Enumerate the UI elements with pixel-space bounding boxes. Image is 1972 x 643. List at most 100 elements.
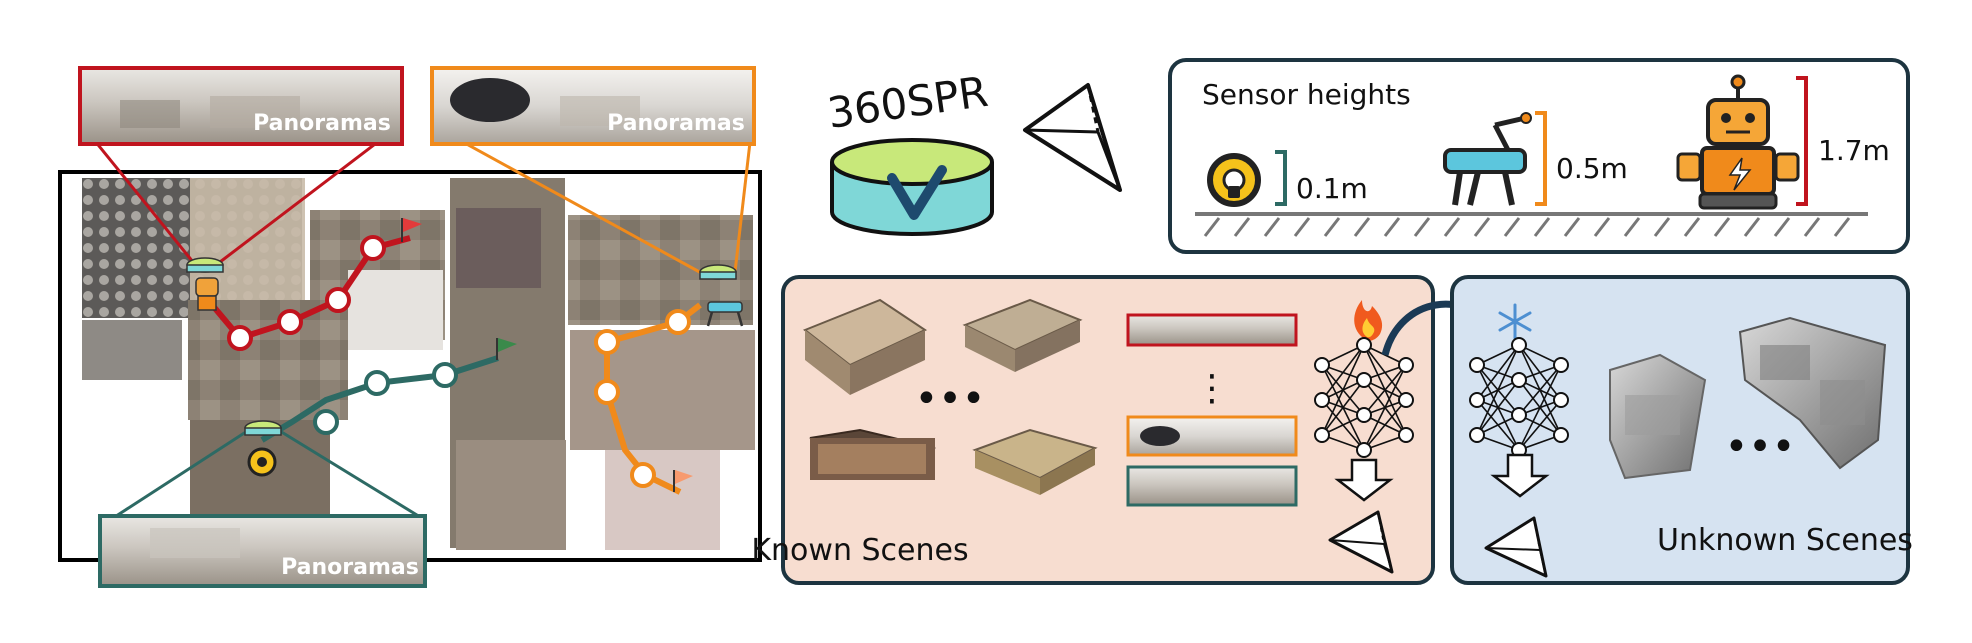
ground-hatch <box>1263 217 1281 237</box>
unknown-ellipsis: ••• <box>1725 424 1796 470</box>
nn-edge <box>1476 344 1520 401</box>
nn-edge <box>1321 344 1365 436</box>
panorama-box-red: Panoramas <box>78 66 404 146</box>
ground-hatch <box>1803 217 1821 237</box>
nn-node <box>1469 357 1485 373</box>
callout-lines <box>80 123 754 522</box>
ground-hatch <box>1503 217 1521 237</box>
teal-trajectory <box>260 338 517 443</box>
ground-hatch <box>1683 217 1701 237</box>
height-label-vacuum: 0.1m <box>1296 172 1368 205</box>
panorama-label-red: Panoramas <box>253 111 391 136</box>
robot-vacuum-map-icon <box>247 447 277 477</box>
nn-edge <box>1321 379 1365 436</box>
bracket-dog <box>1535 111 1547 206</box>
nn-node <box>1469 392 1485 408</box>
neural-network-icon <box>1469 337 1569 458</box>
room-bedroom-b <box>456 440 566 550</box>
down-arrow-icon <box>1334 458 1394 502</box>
known-vdots: ⋮ <box>1194 368 1230 409</box>
ground-hatch <box>1833 217 1851 237</box>
unknown-scenes-label: Unknown Scenes <box>1657 523 1913 558</box>
panorama-label-orange: Panoramas <box>607 111 745 136</box>
known-ellipsis: ••• <box>915 376 986 422</box>
nn-node <box>1511 407 1527 423</box>
ground-hatch <box>1653 217 1671 237</box>
nn-node <box>1314 357 1330 373</box>
nn-node <box>1356 372 1372 388</box>
known-panorama-teal <box>1126 465 1298 507</box>
ground-hatch <box>1713 217 1731 237</box>
nn-node <box>1511 372 1527 388</box>
room-rug <box>456 208 541 288</box>
known-scene-model <box>972 428 1098 495</box>
room-living-sofa <box>348 270 443 350</box>
bracket-vacuum <box>1275 150 1287 206</box>
height-label-dog: 0.5m <box>1556 152 1628 185</box>
room-kids <box>605 450 720 550</box>
pyramid-output-icon <box>1484 516 1548 578</box>
pyramid-output-icon <box>1328 510 1394 574</box>
nn-node <box>1398 427 1414 443</box>
panorama-box-orange: Panoramas <box>430 66 756 146</box>
ground-hatch <box>1353 217 1371 237</box>
orange-trajectory <box>594 302 702 495</box>
known-scene-model <box>962 298 1083 372</box>
humanoid-robot-icon <box>1676 74 1800 210</box>
ground-hatch <box>1563 217 1581 237</box>
nn-node <box>1398 392 1414 408</box>
known-scenes-panel: ••• Known Scenes ⋮ <box>751 275 1435 585</box>
ground-hatch <box>1623 217 1641 237</box>
nn-edge <box>1363 364 1407 451</box>
ground-hatch <box>1323 217 1341 237</box>
fire-icon <box>1354 300 1383 341</box>
map-camera-red <box>186 257 224 273</box>
title-block: 360SPR <box>824 67 1122 236</box>
humanoid-robot-map-icon <box>195 277 219 311</box>
ground-hatch <box>1773 217 1791 237</box>
room-storage <box>82 320 182 380</box>
red-trajectory <box>205 218 422 351</box>
known-scene-model <box>809 428 936 480</box>
nn-edge <box>1476 379 1520 436</box>
nn-node <box>1398 357 1414 373</box>
teal-goal-flag-icon <box>496 338 517 360</box>
panorama-label-teal: Panoramas <box>281 555 419 580</box>
robot-dog-icon <box>1443 112 1532 206</box>
nn-edge <box>1363 399 1407 451</box>
ground-line <box>1195 212 1868 237</box>
down-arrow-icon <box>1490 453 1550 498</box>
sensor-heights-panel: Sensor heights 0.1m 0.5m <box>1168 58 1910 254</box>
ground-hatch <box>1473 217 1491 237</box>
nn-edge <box>1321 344 1365 401</box>
nn-node <box>1356 337 1372 353</box>
floor-plan <box>58 170 762 562</box>
map-camera-teal <box>244 420 282 436</box>
height-label-humanoid: 1.7m <box>1818 134 1890 167</box>
red-goal-flag-icon <box>401 218 422 242</box>
neural-network-icon <box>1314 337 1414 458</box>
ground-hatch <box>1413 217 1431 237</box>
snowflake-icon <box>1498 303 1532 340</box>
ground-hatch <box>1203 217 1221 237</box>
nn-node <box>1553 427 1569 443</box>
unknown-scene-model <box>1609 353 1707 480</box>
sensor-heights-heading: Sensor heights <box>1202 78 1411 111</box>
map-camera-orange <box>699 264 737 280</box>
nn-node <box>1356 442 1372 458</box>
ground-hatch <box>1293 217 1311 237</box>
known-scene-model <box>803 298 928 395</box>
nn-edge <box>1518 364 1562 451</box>
ground-hatch <box>1233 217 1251 237</box>
nn-node <box>1356 407 1372 423</box>
nn-node <box>1553 357 1569 373</box>
ground-hatch <box>1383 217 1401 237</box>
camera-cylinder-icon <box>830 138 994 236</box>
known-panorama-red <box>1126 313 1298 347</box>
ground-hatch <box>1593 217 1611 237</box>
orange-goal-flag-icon <box>673 470 693 492</box>
unknown-scene-model <box>1738 316 1887 470</box>
ground-hatch <box>1533 217 1551 237</box>
nn-edge <box>1518 399 1562 451</box>
title-text: 360SPR <box>824 67 991 138</box>
